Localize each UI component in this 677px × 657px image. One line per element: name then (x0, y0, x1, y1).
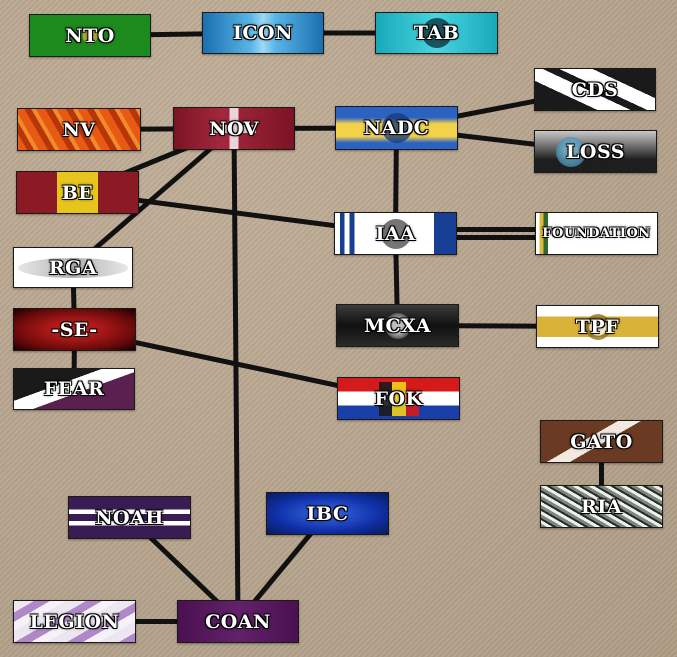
cross-emblem-icon (212, 108, 256, 149)
node-label: COAN (205, 610, 271, 633)
node-tab[interactable]: TAB (375, 12, 498, 54)
node-fok[interactable]: FOK (337, 377, 460, 420)
node-ibc[interactable]: IBC (266, 492, 389, 535)
tab-emblem-icon (421, 18, 452, 48)
node-label: IBC (306, 502, 349, 525)
globe-icon (556, 136, 587, 167)
link-nov-rga (70, 126, 237, 270)
node-foundation[interactable]: FOUNDATION (535, 212, 658, 255)
node-label: NOAH (95, 506, 164, 529)
node-label: RIA (581, 495, 622, 518)
node-nov[interactable]: NOV (173, 107, 295, 150)
nto-emblem-icon (75, 20, 105, 51)
node-label: GATO (570, 430, 633, 453)
node-label: BE (61, 181, 94, 204)
node-coan[interactable]: COAN (177, 600, 299, 643)
node-label: TAB (413, 22, 460, 44)
node-mcxa[interactable]: MCXA (336, 304, 459, 347)
node-label: FOK (374, 387, 423, 410)
node-label: IAA (375, 222, 416, 245)
node-nv[interactable]: NV (17, 108, 141, 151)
node-label: RGA (48, 256, 98, 279)
nadc-emblem-icon (381, 113, 412, 143)
link-nov-coan (231, 126, 241, 624)
iaa-emblem-icon (380, 218, 411, 249)
node-legion[interactable]: LEGION (13, 600, 136, 643)
node-label: TPF (575, 315, 620, 338)
node-label: FEAR (43, 378, 105, 400)
node-cds[interactable]: CDS (534, 68, 656, 111)
node-tpf[interactable]: TPF (536, 305, 659, 348)
node-label: ICON (233, 22, 293, 44)
node-fear[interactable]: FEAR (13, 368, 135, 410)
node-label: MCXA (364, 314, 431, 337)
wings-icon (18, 257, 128, 278)
node-label: -SE- (51, 318, 98, 341)
node-loss[interactable]: LOSS (534, 130, 657, 173)
node-se[interactable]: -SE- (13, 308, 136, 351)
node-label: NV (62, 118, 96, 141)
node-iaa[interactable]: IAA (334, 212, 457, 255)
node-be[interactable]: BE (16, 171, 139, 214)
node-label: LOSS (566, 140, 625, 163)
lion-icon (378, 381, 419, 416)
node-ria[interactable]: RIA (540, 485, 663, 528)
node-nadc[interactable]: NADC (335, 106, 458, 150)
node-label: NADC (363, 117, 430, 139)
tpf-emblem-icon (582, 311, 613, 342)
node-icon[interactable]: ICON (202, 12, 324, 54)
node-nto[interactable]: NTO (29, 14, 151, 57)
node-label: NOV (209, 117, 259, 140)
node-label: CDS (571, 78, 619, 101)
node-label: FOUNDATION (542, 226, 651, 241)
node-label: NTO (65, 24, 115, 47)
mcxa-emblem-icon (382, 310, 413, 341)
node-noah[interactable]: NOAH (68, 496, 191, 539)
node-label: LEGION (29, 610, 120, 633)
node-gato[interactable]: GATO (540, 420, 663, 463)
node-rga[interactable]: RGA (13, 247, 133, 288)
